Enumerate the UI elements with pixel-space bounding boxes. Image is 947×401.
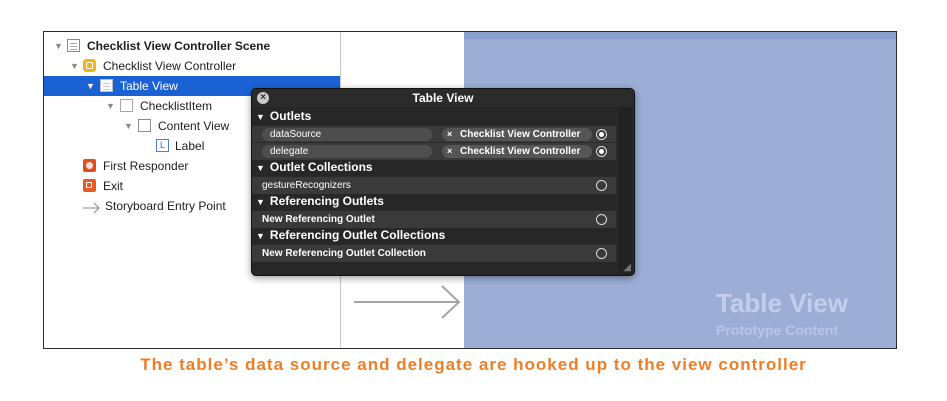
section-referencing-outlets[interactable]: ▼ Referencing Outlets — [256, 193, 384, 210]
outlet-name: delegate — [270, 146, 309, 157]
referencing-outlet-name: New Referencing Outlet — [262, 214, 375, 225]
referencing-outlet-row[interactable]: New Referencing Outlet — [252, 210, 616, 228]
section-outlets-label: Outlets — [269, 109, 312, 123]
section-outlets[interactable]: ▼ Outlets — [256, 108, 311, 125]
disclosure-triangle-icon[interactable]: ▼ — [124, 121, 133, 131]
popover-title: Table View — [252, 89, 634, 107]
remove-connection-icon[interactable]: × — [447, 129, 453, 139]
disclosure-triangle-icon[interactable]: ▼ — [70, 61, 79, 71]
outlet-collection-name: gestureRecognizers — [262, 180, 351, 191]
section-referencing-outlet-collections-label: Referencing Outlet Collections — [269, 228, 446, 242]
connected-circle-icon[interactable] — [596, 146, 607, 157]
canvas-subtitle: Prototype Content — [716, 322, 839, 338]
arrow-right-icon — [83, 200, 101, 214]
outline-first-responder[interactable]: First Responder — [44, 156, 340, 176]
disclosure-triangle-icon[interactable]: ▼ — [54, 41, 63, 51]
view-controller-label: Checklist View Controller — [103, 59, 237, 73]
section-outlet-collections-label: Outlet Collections — [269, 160, 373, 174]
canvas-top-bar — [464, 32, 896, 39]
referencing-outlet-collection-row[interactable]: New Referencing Outlet Collection — [252, 244, 616, 262]
connection-pill[interactable] — [442, 145, 592, 158]
outline-exit[interactable]: Exit — [44, 176, 340, 196]
outline-view-controller[interactable]: ▼ Checklist View Controller — [44, 56, 340, 76]
label-icon: L — [156, 139, 169, 152]
cell-label: ChecklistItem — [140, 99, 213, 113]
scene-icon — [67, 39, 80, 52]
connected-circle-icon[interactable] — [596, 129, 607, 140]
popover-scrollbar[interactable] — [618, 107, 632, 275]
disclosure-triangle-icon: ▼ — [256, 112, 265, 122]
disclosure-triangle-icon: ▼ — [256, 163, 265, 173]
outline-scene[interactable]: ▼ Checklist View Controller Scene — [44, 36, 340, 56]
outline-cell[interactable]: ▼ ChecklistItem — [44, 96, 340, 116]
outline-content-view[interactable]: ▼ Content View — [44, 116, 340, 136]
outlet-row-delegate[interactable]: delegate × Checklist View Controller — [252, 142, 616, 160]
outline-entry-point[interactable]: Storyboard Entry Point — [44, 196, 340, 216]
referencing-outlet-collection-name: New Referencing Outlet Collection — [262, 248, 426, 259]
table-view-label: Table View — [120, 79, 178, 93]
outlet-pill — [262, 128, 432, 141]
exit-label: Exit — [103, 179, 124, 193]
outline-label[interactable]: L Label — [44, 136, 340, 156]
section-referencing-outlets-label: Referencing Outlets — [269, 194, 384, 208]
outlet-row-datasource[interactable]: dataSource × Checklist View Controller — [252, 125, 616, 143]
empty-circle-icon[interactable] — [596, 180, 607, 191]
disclosure-triangle-icon: ▼ — [256, 197, 265, 207]
empty-circle-icon[interactable] — [596, 214, 607, 225]
section-referencing-outlet-collections[interactable]: ▼ Referencing Outlet Collections — [256, 227, 445, 244]
close-icon[interactable]: × — [257, 92, 269, 104]
disclosure-triangle-icon[interactable]: ▼ — [86, 81, 95, 91]
first-responder-icon — [83, 159, 96, 172]
remove-connection-icon[interactable]: × — [447, 146, 453, 156]
entry-point-arrow-icon — [354, 285, 461, 319]
outlet-target: Checklist View Controller — [460, 129, 581, 140]
connections-popover: Table View × ▼ Outlets dataSource × Check… — [251, 88, 635, 276]
view-controller-icon — [83, 59, 96, 72]
label-label: Label — [175, 139, 205, 153]
figure-caption: The table’s data source and delegate are… — [140, 355, 807, 374]
view-icon — [138, 119, 151, 132]
entry-point-label: Storyboard Entry Point — [105, 199, 226, 213]
table-cell-icon — [120, 99, 133, 112]
outlet-target: Checklist View Controller — [460, 146, 581, 157]
disclosure-triangle-icon: ▼ — [256, 231, 265, 241]
empty-circle-icon[interactable] — [596, 248, 607, 259]
outlet-name: dataSource — [270, 129, 322, 140]
section-outlet-collections[interactable]: ▼ Outlet Collections — [256, 159, 373, 176]
canvas-title: Table View — [716, 288, 848, 318]
disclosure-triangle-icon[interactable]: ▼ — [106, 101, 115, 111]
content-view-label: Content View — [158, 119, 230, 133]
connection-pill[interactable] — [442, 128, 592, 141]
table-view-icon — [100, 79, 113, 92]
exit-icon — [83, 179, 96, 192]
outlet-pill — [262, 145, 432, 158]
outlet-collection-row[interactable]: gestureRecognizers — [252, 176, 616, 194]
storyboard-editor: ▼ Checklist View Controller Scene ▼ Chec… — [43, 31, 897, 349]
scene-label: Checklist View Controller Scene — [87, 39, 271, 53]
first-responder-label: First Responder — [103, 159, 189, 173]
resize-grip-icon[interactable]: ◢ — [623, 262, 631, 273]
